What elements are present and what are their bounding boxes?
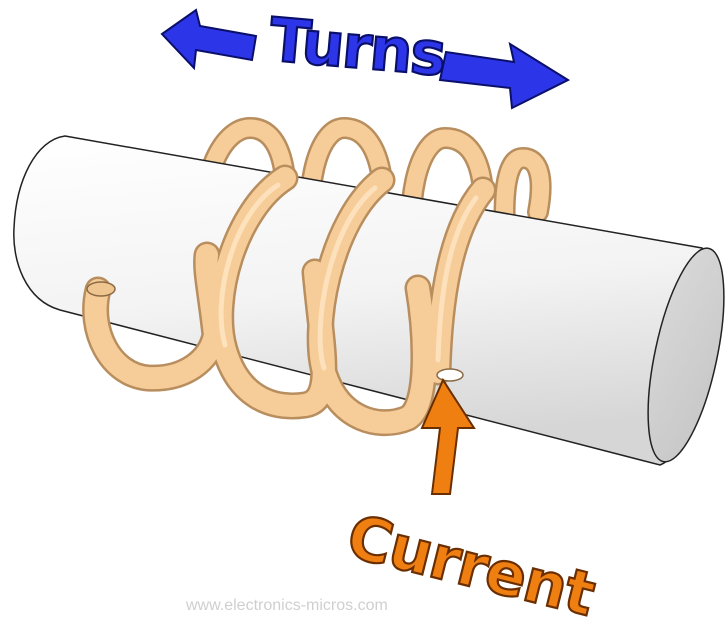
- watermark: www.electronics-micros.com: [185, 597, 388, 614]
- up-arrow-icon: [420, 377, 476, 495]
- left-arrow-icon: [160, 8, 258, 71]
- cylinder-core: [13, 135, 725, 466]
- right-arrow-icon: [438, 41, 571, 110]
- wire-end-left: [86, 281, 116, 297]
- wire-end-right: [436, 368, 464, 382]
- turns-label: Turns: [267, 5, 448, 90]
- coil-front: [82, 164, 497, 437]
